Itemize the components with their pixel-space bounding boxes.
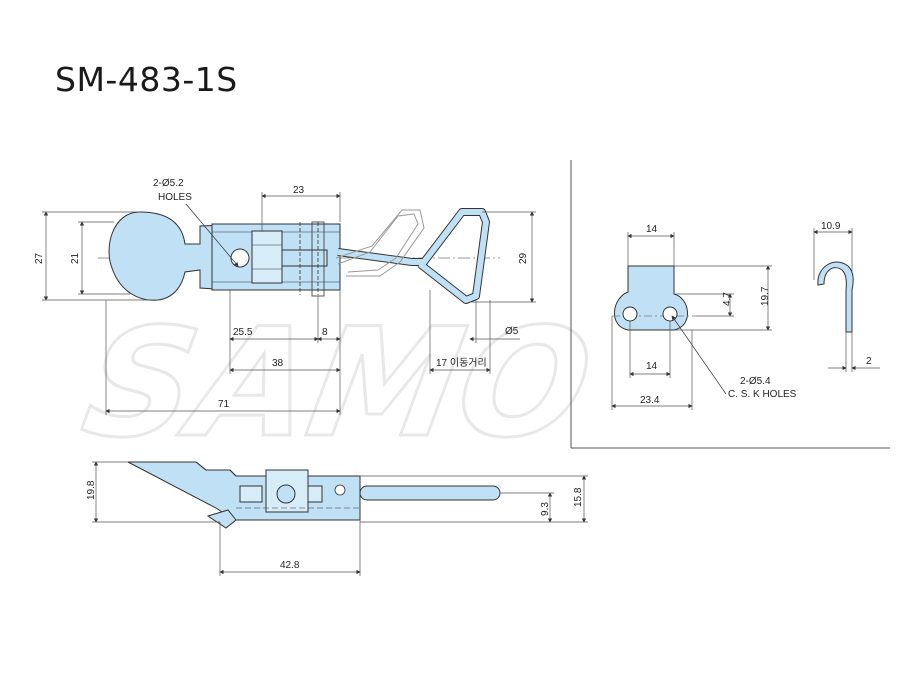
dim-17-travel: 17 이동거리 bbox=[436, 357, 487, 369]
latch-handle bbox=[108, 211, 231, 301]
dim-38: 38 bbox=[272, 358, 284, 369]
keeper-dimensions: 14 4.7 19.7 14 23.4 bbox=[611, 224, 772, 410]
dim-keeper-23-4: 23.4 bbox=[640, 395, 660, 406]
side-dimensions: 19.8 9.3 15.8 42.8 bbox=[86, 461, 588, 576]
dim-keeper-14-top: 14 bbox=[646, 224, 658, 235]
side-view: 19.8 9.3 15.8 42.8 bbox=[86, 461, 588, 576]
dim-keeper-19-7: 19.7 bbox=[760, 286, 771, 306]
threaded-rod bbox=[281, 249, 328, 267]
view-separator bbox=[570, 160, 890, 449]
page-title: SM-483-1S bbox=[55, 60, 238, 99]
dim-29: 29 bbox=[518, 252, 529, 264]
hook-view: 10.9 2 bbox=[813, 221, 880, 372]
holes-label-1: 2-Ø5.2 bbox=[153, 178, 184, 189]
hook-profile bbox=[817, 261, 854, 333]
front-dimensions: 23 27 21 29 25.5 8 bbox=[34, 185, 536, 415]
dim-dia-5: Ø5 bbox=[505, 326, 519, 337]
dim-hook-10-9: 10.9 bbox=[821, 221, 841, 232]
dim-keeper-14-bottom: 14 bbox=[646, 361, 658, 372]
keeper-holes-label-2: C. S. K HOLES bbox=[728, 389, 797, 400]
dim-27: 27 bbox=[34, 252, 45, 264]
dim-19-8: 19.8 bbox=[86, 480, 97, 500]
keeper-plate bbox=[614, 265, 688, 331]
dim-42-8: 42.8 bbox=[280, 560, 300, 571]
keeper-view: 2-Ø5.4 C. S. K HOLES 14 4.7 19.7 14 bbox=[611, 224, 797, 410]
dim-9-3: 9.3 bbox=[540, 502, 551, 516]
dim-25-5: 25.5 bbox=[233, 327, 253, 338]
hex-nut bbox=[251, 230, 283, 284]
dim-21: 21 bbox=[70, 252, 81, 264]
keeper-holes-label-1: 2-Ø5.4 bbox=[740, 376, 771, 387]
dim-keeper-4-7: 4.7 bbox=[722, 292, 733, 306]
dim-71: 71 bbox=[218, 399, 230, 410]
dim-8: 8 bbox=[322, 327, 328, 338]
dim-23: 23 bbox=[293, 185, 305, 196]
keeper-hole-right bbox=[662, 306, 678, 322]
dim-hook-2: 2 bbox=[866, 356, 872, 367]
hook-dimensions: 10.9 2 bbox=[813, 221, 880, 372]
watermark-text: SAMO bbox=[72, 296, 604, 471]
wire-loop-open-outline bbox=[337, 213, 419, 273]
mounting-hole bbox=[230, 248, 250, 268]
holes-label-2: HOLES bbox=[158, 192, 192, 203]
side-pin bbox=[276, 484, 296, 504]
front-view: 2-Ø5.2 HOLES 23 27 21 29 bbox=[34, 178, 536, 415]
keeper-hole-left bbox=[622, 306, 638, 322]
side-rod bbox=[359, 485, 501, 501]
dim-15-8: 15.8 bbox=[573, 487, 584, 507]
